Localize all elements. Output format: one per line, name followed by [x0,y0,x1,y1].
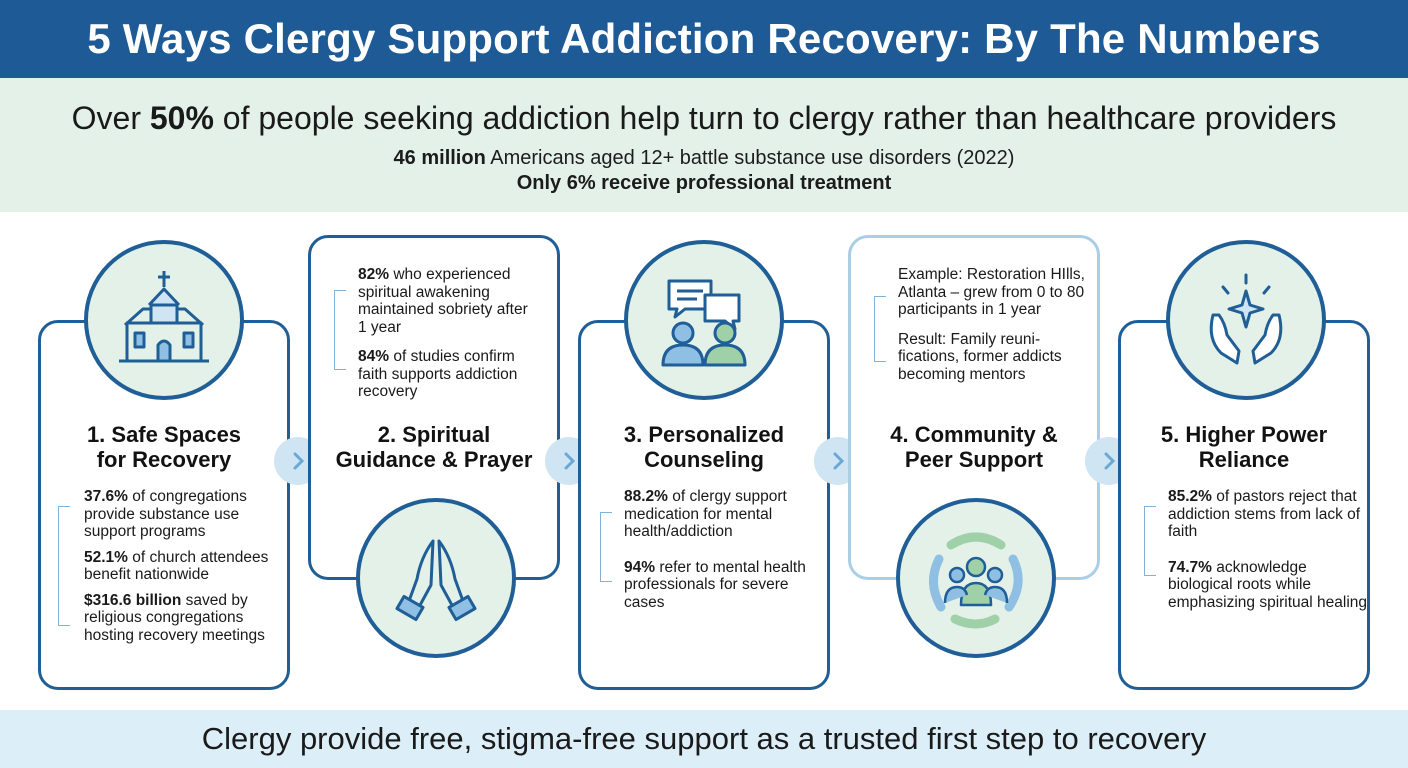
banner-headline: Over 50% of people seeking addiction hel… [0,98,1408,138]
card-4-title-line2: Peer Support [904,447,1044,472]
card-1-title-line2: for Recovery [96,447,232,472]
stat-item: 84% of studies confirm faith supports ad… [358,348,538,401]
church-icon [84,240,244,400]
card-1-stats: 37.6% of congregations provide substance… [84,488,284,652]
stat-text: of congregations provide substance use s… [84,488,247,540]
card-2-title-line2: Guidance & Prayer [335,447,533,472]
stat-text: refer to mental health professionals for… [624,558,806,611]
card-5-title: 5. Higher Power Reliance [1104,422,1384,472]
counseling-chat-icon [624,240,784,400]
stat-text: of clergy support medication for mental … [624,488,787,540]
card-5-title-line1: 5. Higher Power [1160,422,1328,447]
stat-text: of pastors reject that addiction stems f… [1168,488,1361,540]
card-5-stats: 85.2% of pastors reject that addiction s… [1168,488,1368,629]
stat-item: 82% who experienced spiritual awakening … [358,266,538,336]
stat-value: 52.1% [84,548,128,566]
stat-item: 37.6% of congregations provide substance… [84,488,284,541]
stat-item: 74.7% acknowledge biological roots while… [1168,559,1368,612]
stat-text: saved by religious congregations hosting… [84,591,265,644]
stat-value: 74.7% [1168,558,1212,576]
footer-tagline: Clergy provide free, stigma-free support… [0,710,1408,768]
stat-value: 84% [358,348,390,365]
card-4-title: 4. Community & Peer Support [834,422,1114,472]
stat-item: $316.6 billion saved by religious congre… [84,592,284,645]
card-4-bracket [874,296,886,362]
card-1-bracket [58,506,70,626]
stat-item: Result: Family reuni-fications, former a… [898,331,1094,384]
banner-subline-1-rest: Americans aged 12+ battle substance use … [485,147,1015,169]
card-5-bracket [1144,506,1156,576]
card-3-title: 3. Personalized Counseling [564,422,844,472]
stat-item: 52.1% of church attendees benefit nation… [84,549,284,584]
banner-headline-bold: 50% [149,100,214,136]
card-3-bracket [600,512,612,582]
stat-text: Example: Restoration HIlls, Atlanta – gr… [898,266,1085,318]
stat-value: 85.2% [1168,488,1212,505]
page-title: 5 Ways Clergy Support Addiction Recovery… [0,0,1408,78]
card-4-stats: Example: Restoration HIlls, Atlanta – gr… [898,266,1094,391]
card-2-stats: 82% who experienced spiritual awakening … [358,266,538,409]
card-3-title-line2: Counseling [644,447,764,472]
stat-item: 88.2% of clergy support medication for m… [624,488,824,541]
card-2-title: 2. Spiritual Guidance & Prayer [294,422,574,472]
stat-text: of studies confirm faith supports addict… [358,348,518,400]
open-hands-sparkle-icon [1166,240,1326,400]
stat-value: 88.2% [624,488,668,505]
stat-item: Example: Restoration HIlls, Atlanta – gr… [898,266,1094,319]
stat-value: $316.6 billion [84,591,182,609]
card-1-title: 1. Safe Spaces for Recovery [24,422,304,472]
banner-subline-2: Only 6% receive professional treatment [516,172,892,194]
card-2-bracket [334,290,346,370]
banner-subline-1-bold: 46 million [393,147,486,169]
stat-item: 85.2% of pastors reject that addiction s… [1168,488,1368,541]
banner-headline-suffix: of people seeking addiction help turn to… [213,100,1337,136]
card-3-stats: 88.2% of clergy support medication for m… [624,488,824,629]
stat-value: 82% [358,266,390,283]
praying-hands-icon [356,498,516,658]
card-3-title-line1: 3. Personalized [623,422,785,447]
community-circle-icon [896,498,1056,658]
stat-text: acknowledge biological roots while empha… [1168,558,1368,611]
card-5-title-line2: Reliance [1198,447,1290,472]
stat-item: 94% refer to mental health professionals… [624,559,824,612]
stat-value: 94% [624,558,656,576]
card-1-title-line1: 1. Safe Spaces [86,422,242,447]
card-4-title-line1: 4. Community & [890,422,1058,447]
card-2-title-line1: 2. Spiritual [377,422,491,447]
banner-headline-prefix: Over [71,100,150,136]
stat-value: 37.6% [84,488,128,505]
stat-text: who experienced spiritual awakening main… [358,266,528,336]
stat-text: Result: Family reuni-fications, former a… [898,330,1062,383]
banner-subline-1: 46 million Americans aged 12+ battle sub… [0,146,1408,170]
summary-banner: Over 50% of people seeking addiction hel… [0,78,1408,212]
stat-text: of church attendees benefit nationwide [84,548,269,584]
